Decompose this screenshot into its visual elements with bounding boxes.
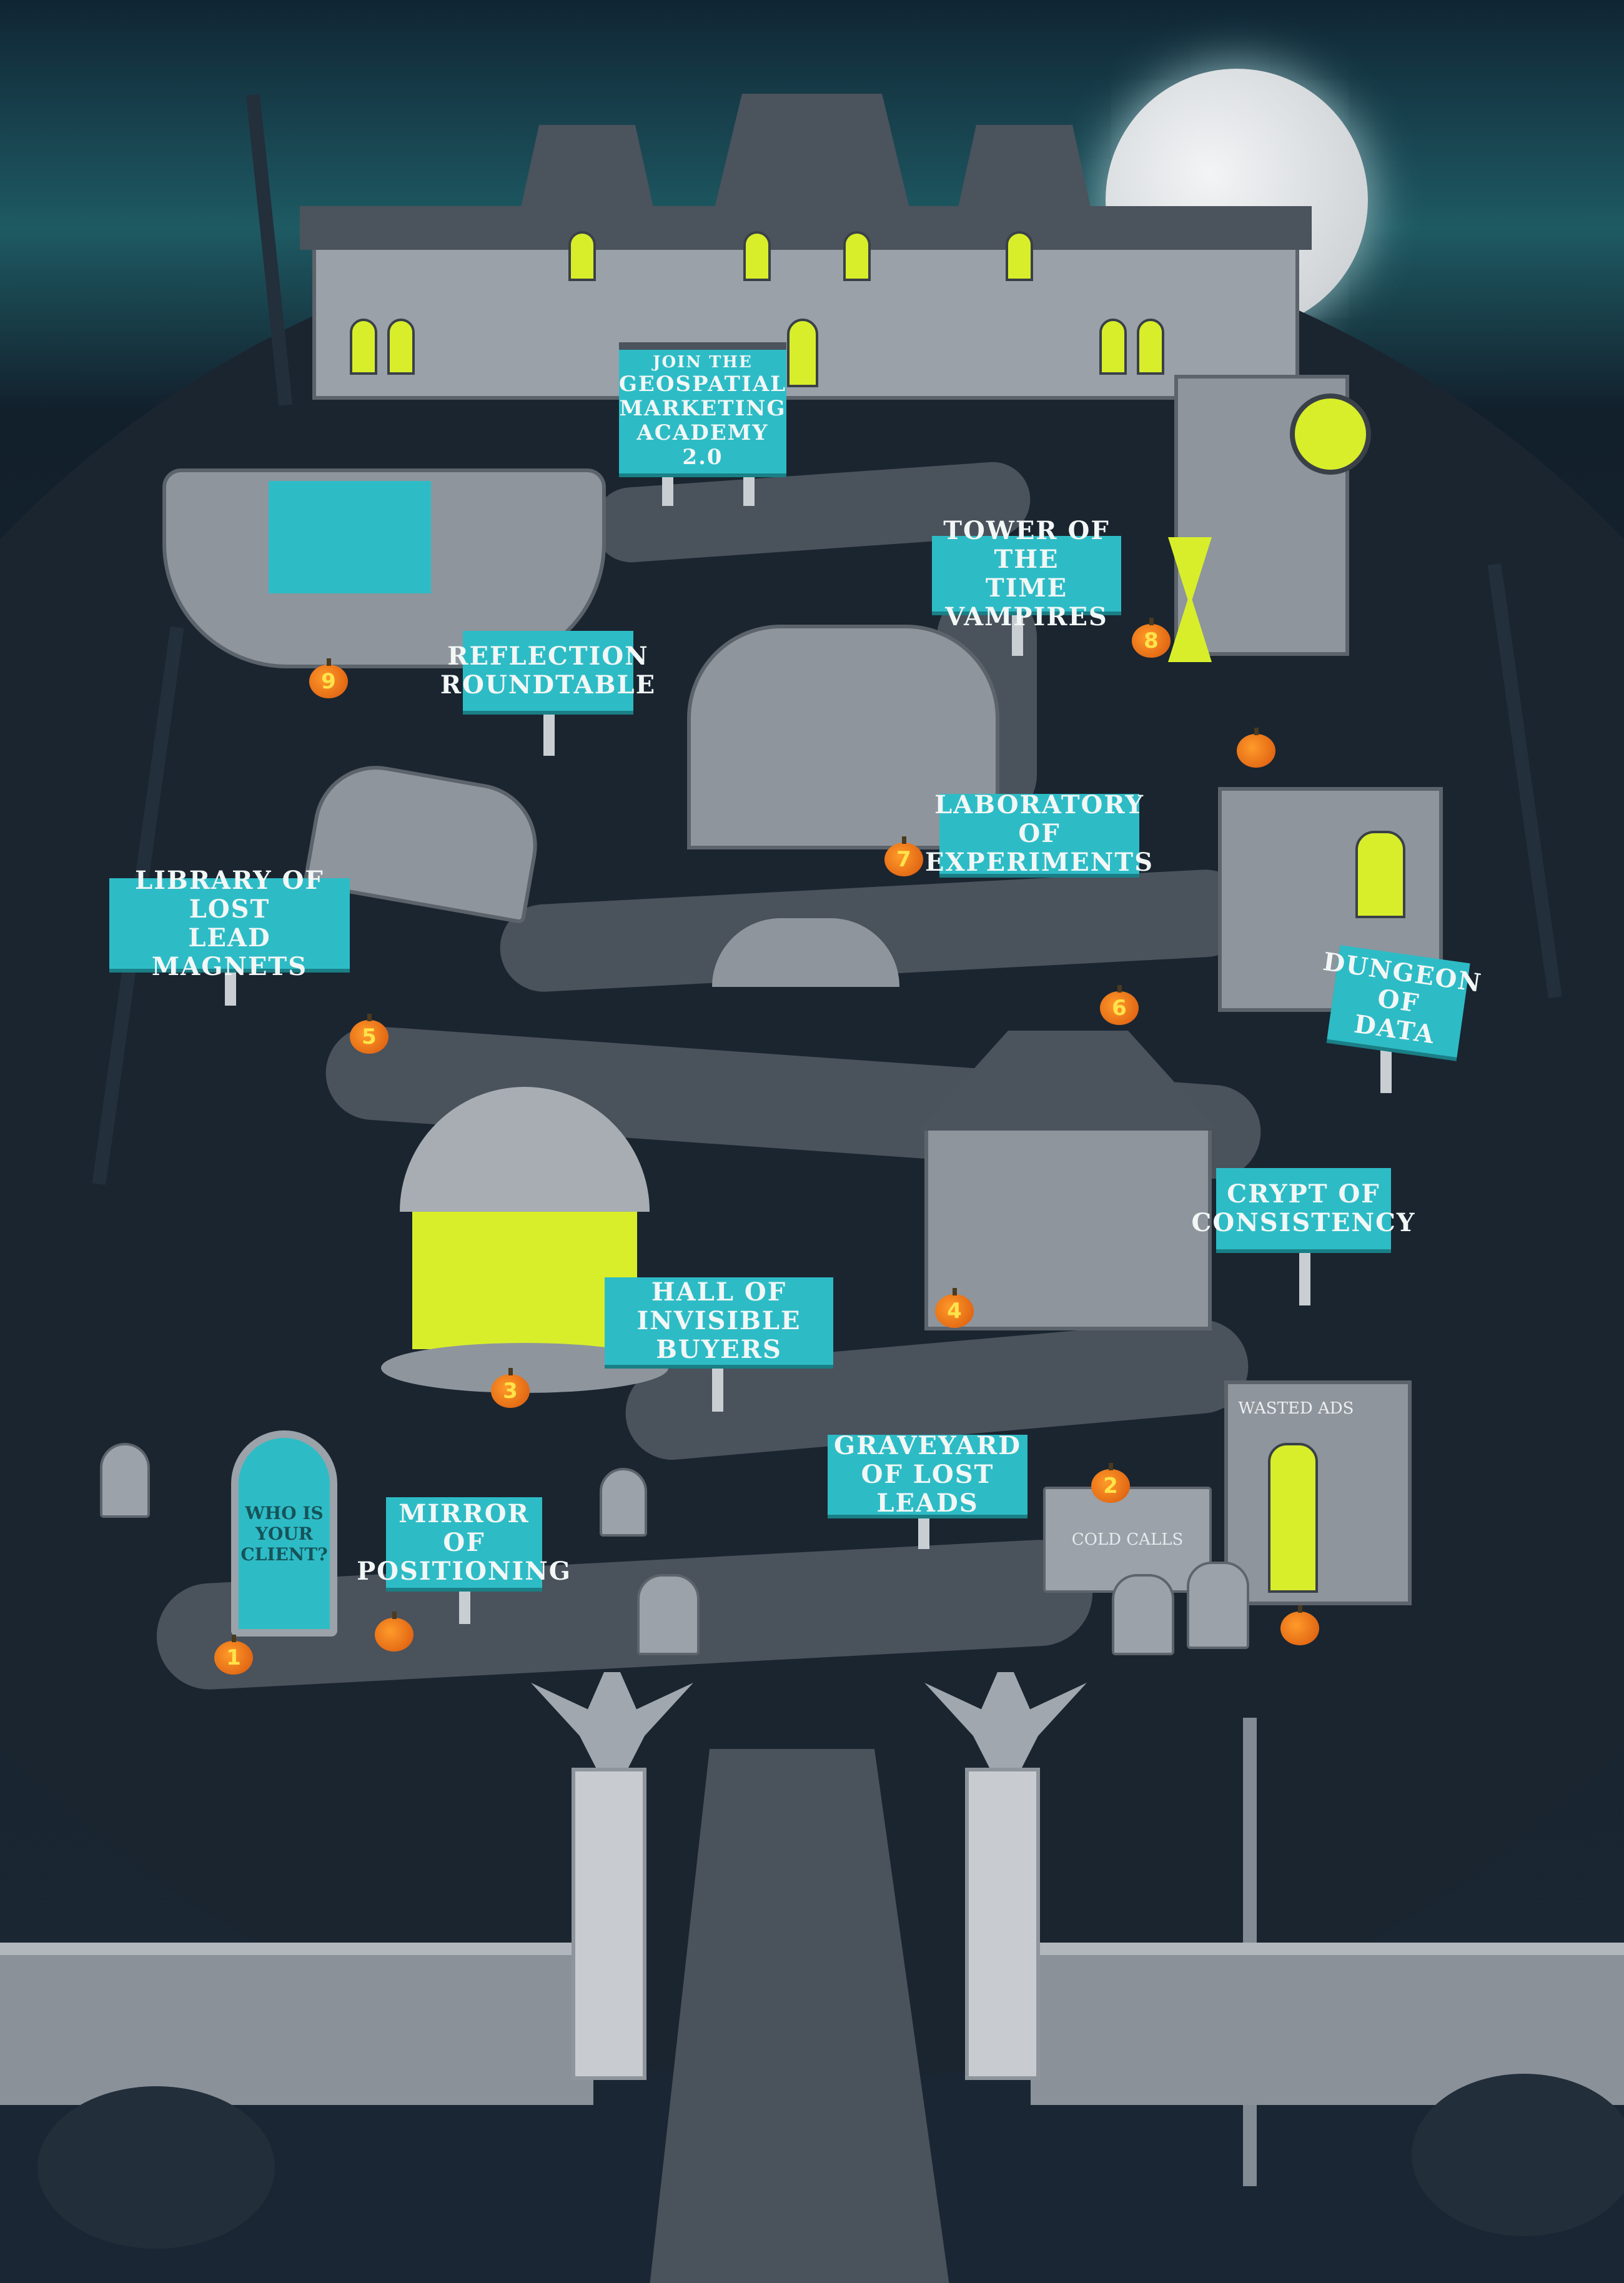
sign-line: Lead Magnets <box>151 923 308 981</box>
sign-post <box>1299 1249 1310 1305</box>
sign-line: Reflection <box>447 641 649 671</box>
sign-line: Graveyard <box>833 1431 1021 1460</box>
mausoleum <box>1224 1380 1412 1605</box>
sign-post <box>918 1512 929 1549</box>
window <box>787 319 818 387</box>
gate-pillar-left <box>572 1768 646 2080</box>
window <box>387 319 415 375</box>
mausoleum-sign: Wasted Ads <box>1238 1399 1354 1418</box>
sign-tower-of-the-time-vampires[interactable]: Tower of theTime Vampires <box>932 516 1121 631</box>
academy-sign[interactable]: Join the Geospatial Marketing Academy 2.… <box>619 342 786 473</box>
stone-bridge <box>712 918 899 987</box>
pumpkin-marker-7[interactable]: 7 <box>884 836 923 876</box>
pumpkin-marker-5[interactable]: 5 <box>350 1014 389 1054</box>
sign-line: Crypt of <box>1227 1179 1380 1209</box>
sign-line: Time Vampires <box>945 573 1108 631</box>
sign-line: Library of Lost <box>135 865 324 924</box>
dungeon-door <box>1355 831 1405 918</box>
sign-post <box>1380 1049 1392 1093</box>
sign-line: Consistency <box>1191 1208 1416 1237</box>
sign-line: Invisible Buyers <box>636 1306 801 1364</box>
sign-line: Roundtable <box>440 670 656 700</box>
sign-laboratory-of-experiments[interactable]: Laboratory ofExperiments <box>925 791 1152 877</box>
sign-dungeon-of-data[interactable]: Dungeonof Data <box>1321 945 1484 1057</box>
teal-curtain <box>269 481 431 593</box>
sign-line: Join the <box>653 352 753 372</box>
sign-line: Marketing <box>619 395 786 421</box>
mansion-left-roof <box>518 125 656 219</box>
tombstone <box>637 1574 700 1655</box>
window <box>350 319 377 375</box>
pumpkin-marker-4[interactable]: 4 <box>935 1288 974 1328</box>
sign-line: Academy 2.0 <box>636 420 769 470</box>
sign-post <box>225 968 236 1006</box>
sign-hall-of-invisible-buyers[interactable]: Hall ofInvisible Buyers <box>605 1277 833 1365</box>
window <box>568 231 596 281</box>
pumpkin-marker-9[interactable]: 9 <box>309 658 348 698</box>
jack-o-lantern-icon <box>1280 1605 1319 1645</box>
clock-face-icon <box>1290 394 1371 475</box>
sign-line: Geospatial <box>618 371 787 397</box>
crypt <box>924 1124 1212 1330</box>
sign-line: Positioning <box>357 1556 572 1586</box>
stone-wall-left <box>0 1943 593 2105</box>
sign-post <box>1012 612 1023 656</box>
sign-post <box>543 712 555 756</box>
bush <box>37 2086 275 2249</box>
sign-graveyard-of-lost-leads[interactable]: Graveyardof Lost Leads <box>828 1431 1027 1518</box>
window <box>1099 319 1127 375</box>
sign-line: Hall of <box>651 1277 787 1307</box>
tombstone <box>100 1443 150 1518</box>
sign-line: Tower of the <box>943 515 1110 574</box>
mirror-text: Who is your client? <box>240 1502 328 1565</box>
sign-line: Laboratory of <box>934 790 1144 848</box>
sign-post <box>459 1580 470 1624</box>
sign-crypt-of-consistency[interactable]: Crypt ofConsistency <box>1192 1168 1414 1249</box>
pumpkin-marker-1[interactable]: 1 <box>214 1635 253 1675</box>
tomb-text: Cold Calls <box>1071 1530 1184 1549</box>
tombstone <box>1187 1562 1249 1649</box>
mansion-tower-roof <box>712 94 912 219</box>
sign-mirror-of-positioning[interactable]: Mirror ofPositioning <box>357 1497 570 1588</box>
tombstone <box>1112 1574 1174 1655</box>
sign-line: of Lost Leads <box>861 1460 994 1518</box>
sign-post <box>712 1362 723 1412</box>
window <box>843 231 871 281</box>
window <box>1006 231 1033 281</box>
sign-reflection-roundtable[interactable]: ReflectionRoundtable <box>440 631 655 711</box>
jack-o-lantern-icon <box>1237 728 1275 768</box>
bush <box>1412 2074 1624 2236</box>
sign-line: Mirror of <box>399 1498 530 1557</box>
jack-o-lantern-icon <box>375 1612 413 1652</box>
mirror: Who is your client? <box>231 1430 337 1637</box>
pumpkin-marker-6[interactable]: 6 <box>1100 985 1139 1025</box>
gazebo-glow <box>412 1212 637 1349</box>
pumpkin-marker-2[interactable]: 2 <box>1091 1463 1130 1503</box>
gate-pillar-right <box>965 1768 1040 2080</box>
mansion-right-roof <box>956 125 1093 219</box>
pumpkin-marker-8[interactable]: 8 <box>1132 618 1171 658</box>
pumpkin-marker-3[interactable]: 3 <box>491 1368 530 1408</box>
sign-library-of-lost-lead-magnets[interactable]: Library of LostLead Magnets <box>109 866 350 981</box>
window <box>1137 319 1164 375</box>
window <box>743 231 771 281</box>
mausoleum-door <box>1268 1443 1318 1593</box>
tombstone <box>600 1468 647 1537</box>
sign-line: Experiments <box>924 848 1154 877</box>
